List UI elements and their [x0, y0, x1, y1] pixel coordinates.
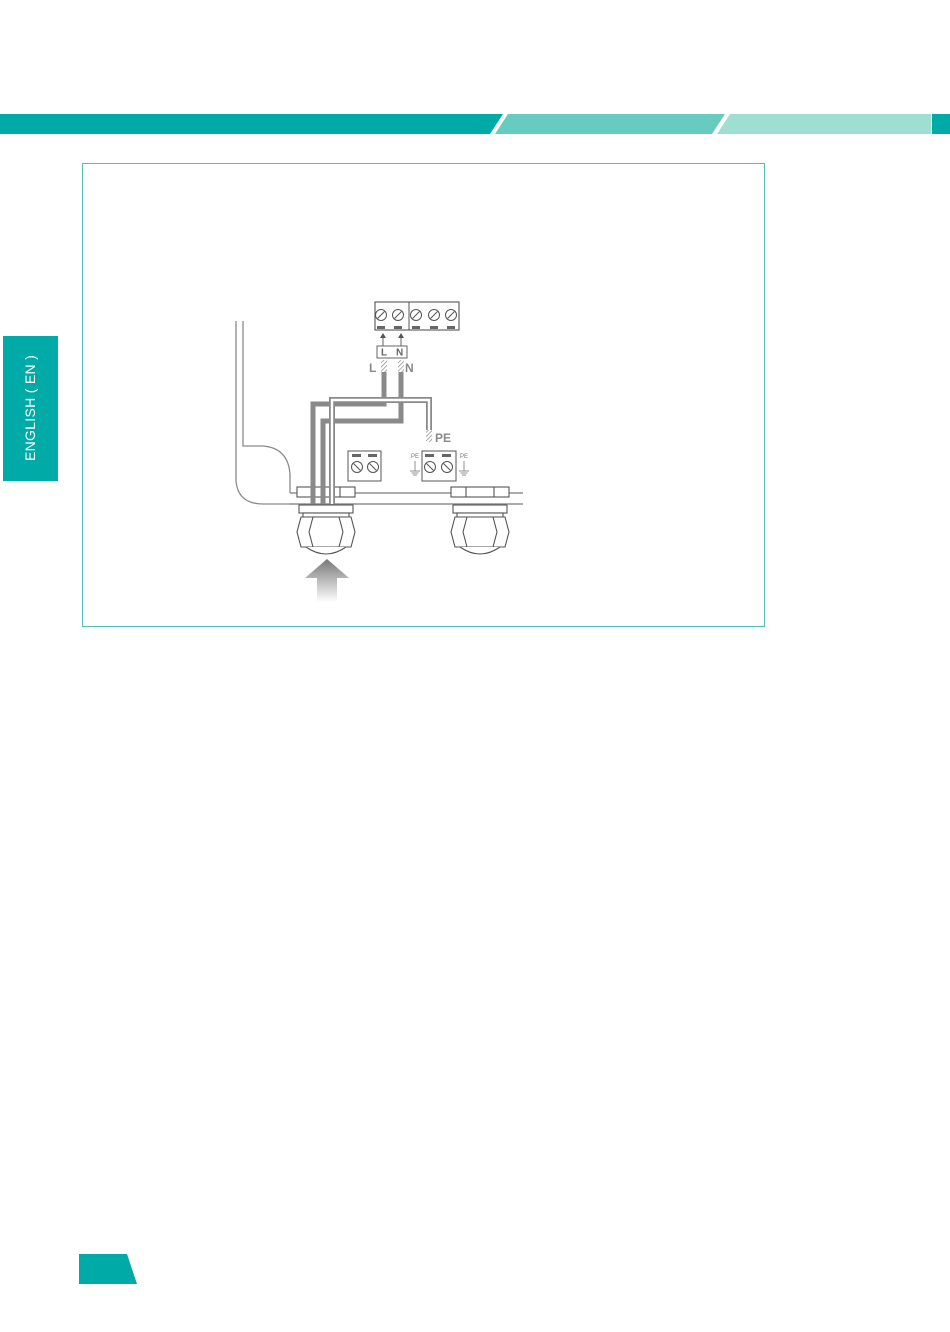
live-wire-stripped-end — [381, 360, 387, 372]
earth-left-label: PE — [411, 454, 419, 460]
header-band-dark — [0, 114, 503, 134]
neutral-label: N — [405, 361, 414, 375]
ground-icon — [459, 461, 469, 475]
left-cable-gland — [297, 487, 355, 554]
earth-right-label: PE — [460, 454, 468, 460]
header-band-mid — [495, 114, 725, 134]
wiring-diagram: L N L N PE — [83, 164, 764, 626]
insert-arrow-icons — [380, 333, 404, 346]
screw-icon — [442, 462, 453, 473]
page-corner-tab — [79, 1254, 139, 1284]
screw-icon — [429, 310, 440, 321]
screw-icon — [393, 310, 404, 321]
pe-terminal-block — [422, 451, 456, 481]
screw-icon — [411, 310, 422, 321]
header-band-end — [932, 114, 950, 134]
screw-icon — [352, 462, 363, 473]
live-small-label: L — [381, 348, 387, 359]
right-cable-gland — [451, 487, 509, 554]
screw-icon — [446, 310, 457, 321]
middle-terminal-block — [348, 451, 381, 481]
header-color-band — [0, 114, 950, 134]
earth-wire-stripped-end — [426, 430, 432, 442]
neutral-small-label: N — [396, 348, 403, 359]
cable-entry-arrow-icon — [305, 559, 349, 602]
live-label: L — [369, 361, 376, 375]
screw-icon — [425, 462, 436, 473]
language-side-tab[interactable]: ENGLISH ( EN ) — [3, 336, 58, 481]
ground-icon — [410, 461, 420, 475]
header-band-light — [717, 114, 931, 134]
figure-frame: L N L N PE — [82, 163, 765, 627]
earth-label: PE — [435, 431, 451, 445]
screw-icon — [368, 462, 379, 473]
top-terminal-block — [375, 302, 459, 330]
neutral-wire-stripped-end — [398, 360, 404, 372]
screw-icon — [376, 310, 387, 321]
language-tab-label: ENGLISH ( EN ) — [22, 355, 38, 461]
